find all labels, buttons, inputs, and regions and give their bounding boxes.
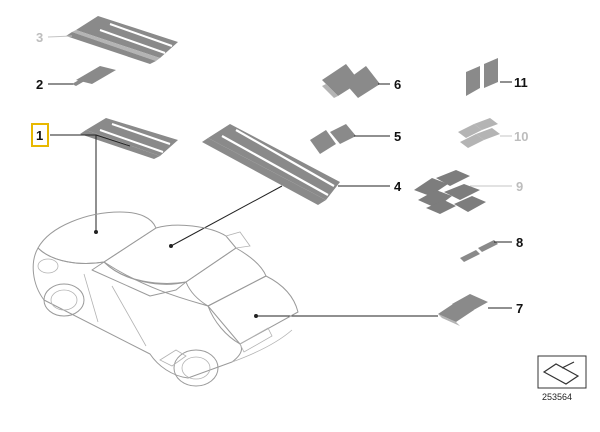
leader-line-4-car: [170, 185, 283, 247]
callout-11[interactable]: 11: [514, 75, 528, 90]
callout-2[interactable]: 2: [36, 77, 43, 92]
part-3-roof-stripe-group[interactable]: [66, 16, 178, 64]
part-2-small-stripe-set[interactable]: [72, 66, 116, 86]
part-10-decal-set[interactable]: [458, 118, 500, 148]
callout-6[interactable]: 6: [394, 77, 401, 92]
part-7-tailgate-decal-pair[interactable]: [438, 294, 488, 326]
callout-8[interactable]: 8: [516, 235, 523, 250]
part-4-long-roof-stripe[interactable]: [202, 124, 340, 205]
callout-9[interactable]: 9: [516, 179, 523, 194]
stamp-frame: [537, 355, 587, 389]
callout-3[interactable]: 3: [36, 30, 43, 45]
callout-7[interactable]: 7: [516, 301, 523, 316]
part-8-thin-strip[interactable]: [460, 240, 498, 262]
callout-1[interactable]: 1: [36, 128, 43, 143]
diagram-id-label: 253564: [542, 392, 572, 402]
leader-line-3: [47, 35, 73, 38]
part-1-bonnet-stripe[interactable]: [80, 118, 178, 159]
part-11-vertical-decal-pair[interactable]: [466, 58, 498, 96]
car-outline-drawing: [32, 211, 299, 387]
callout-1-highlight-frame: [31, 123, 49, 147]
decal-symbol-icon: [542, 363, 580, 385]
callout-5[interactable]: 5: [394, 129, 401, 144]
callout-10[interactable]: 10: [514, 129, 528, 144]
part-6-decal-pair[interactable]: [322, 64, 380, 98]
part-9-decal-grid[interactable]: [414, 170, 486, 214]
callout-4[interactable]: 4: [394, 179, 402, 194]
part-5-small-decal-pair[interactable]: [310, 124, 356, 154]
leader-dot-1: [94, 230, 98, 234]
leader-dot-4: [169, 244, 173, 248]
decal-symbol-icon-tick: [561, 361, 575, 369]
diagram-reference-stamp: 253564: [537, 355, 587, 402]
leader-dot-7: [254, 314, 258, 318]
leader-line-1-part: [95, 134, 131, 147]
